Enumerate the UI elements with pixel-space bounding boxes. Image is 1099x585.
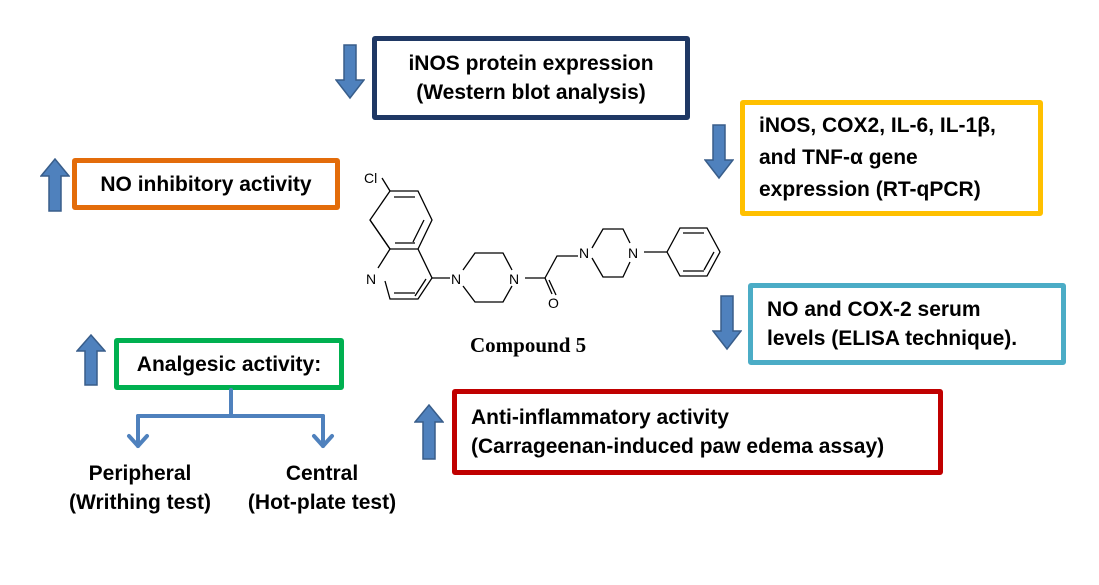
atom-o: O (548, 295, 559, 311)
arrow-down-icon (704, 124, 734, 180)
atom-cl: Cl (364, 170, 377, 186)
gene-expression-box: iNOS, COX2, IL-6, IL-1β, and TNF-α gene … (740, 100, 1043, 216)
chevron-down-icon (312, 434, 334, 448)
branch-connector (127, 388, 334, 448)
atom-n-pip1b: N (509, 271, 519, 287)
central-label: Central (Hot-plate test) (247, 462, 397, 514)
analgesic-box: Analgesic activity: (114, 338, 344, 390)
no-inhibitory-box: NO inhibitory activity (72, 158, 340, 210)
atom-n-quinoline: N (366, 271, 376, 287)
arrow-down-icon (712, 295, 742, 351)
analgesic-text: Analgesic activity: (136, 352, 322, 376)
arrow-down-icon (335, 44, 365, 100)
atom-n-pip1a: N (451, 271, 461, 287)
serum-levels-text: NO and COX-2 serum levels (ELISA techniq… (767, 298, 1018, 350)
no-inhibitory-text: NO inhibitory activity (100, 172, 312, 196)
anti-inflammatory-text: Anti-inflammatory activity (Carrageenan-… (471, 406, 885, 458)
inos-protein-text: iNOS protein expression (Western blot an… (408, 52, 654, 104)
serum-levels-box: NO and COX-2 serum levels (ELISA techniq… (748, 283, 1066, 365)
chevron-down-icon (127, 434, 149, 448)
arrow-up-icon (40, 158, 70, 212)
arrow-up-icon (414, 404, 444, 460)
arrow-up-icon (76, 334, 106, 386)
anti-inflammatory-box: Anti-inflammatory activity (Carrageenan-… (452, 389, 943, 475)
peripheral-label: Peripheral (Writhing test) (69, 462, 211, 514)
compound-label: Compound 5 (470, 333, 587, 357)
gene-expression-text: iNOS, COX2, IL-6, IL-1β, and TNF-α gene … (759, 114, 996, 201)
compound-structure: Cl N N N N N O (364, 170, 721, 311)
inos-protein-box: iNOS protein expression (Western blot an… (372, 36, 690, 120)
atom-n-pip2a: N (579, 245, 589, 261)
atom-n-pip2b: N (628, 245, 638, 261)
